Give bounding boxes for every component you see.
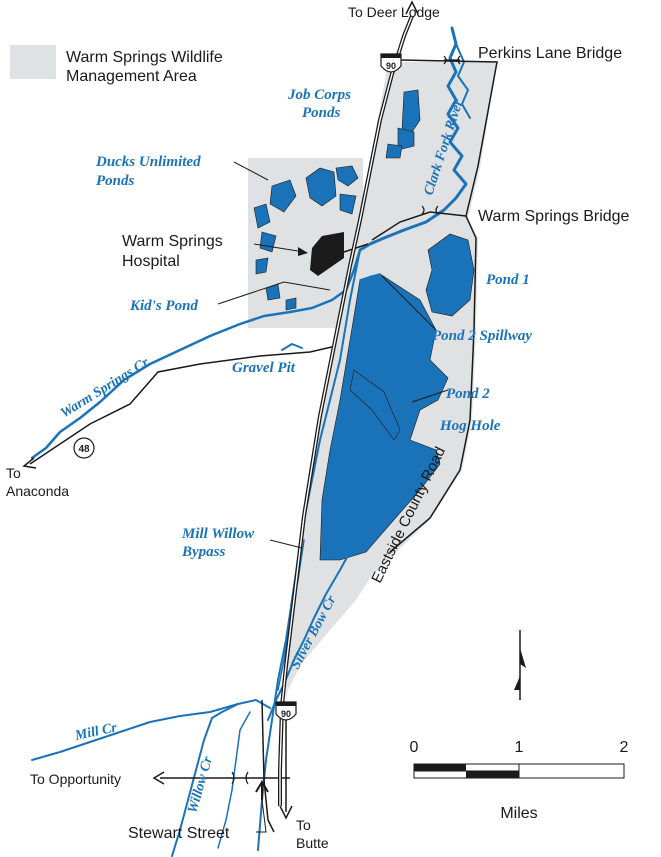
label-to-anaconda-line1: To [6, 465, 21, 481]
label-job-corps-line1: Job Corps [287, 87, 351, 103]
label-kids-pond: Kid's Pond [129, 298, 198, 314]
label-gravel-pit: Gravel Pit [232, 360, 296, 376]
label-pond-1: Pond 1 [486, 272, 530, 288]
pond-1 [425, 233, 475, 317]
scale-tick-2: 2 [620, 739, 629, 756]
hospital-road [343, 243, 369, 253]
eastside-county-road [389, 237, 477, 553]
gravel-pit [281, 343, 303, 351]
pond-2-leader [411, 389, 449, 403]
interstate-90-median [279, 15, 413, 806]
anaconda-road [29, 345, 337, 465]
label-stewart-street: Stewart Street [128, 825, 230, 842]
mill-cr [31, 699, 271, 761]
hog-hole [349, 369, 401, 441]
label-to-opportunity: To Opportunity [30, 771, 121, 787]
label-willow-cr: Willow Cr [185, 754, 216, 815]
svg-text:90: 90 [281, 709, 291, 719]
label-job-corps-line2: Ponds [302, 105, 341, 121]
scale-bar: 0 1 2 Miles [410, 739, 629, 822]
silver-bow-cr [267, 521, 363, 721]
ducks-unlimited-pond [253, 203, 271, 229]
ducks-unlimited-pond [269, 179, 297, 213]
label-pond-2: Pond 2 [446, 386, 490, 402]
clark-fork-river [358, 26, 468, 252]
legend-label-line2: Management Area [66, 68, 197, 85]
ducks-unlimited-pond [339, 193, 357, 215]
stewart-street-arrow-icon [255, 780, 269, 800]
hospital-building [310, 232, 344, 276]
roads [29, 59, 498, 833]
ducks-unlimited-leader [233, 161, 269, 181]
bridge-icon [231, 55, 461, 785]
legend-label-line1: Warm Springs Wildlife [66, 49, 223, 66]
warm-springs-cr [30, 248, 362, 460]
svg-text:48: 48 [78, 444, 90, 455]
label-to-anaconda-line2: Anaconda [6, 483, 69, 499]
pond-2-spillway-leader [381, 275, 437, 331]
north-arrow-icon [514, 630, 526, 700]
hospital-leader-head [298, 247, 308, 256]
i90-south-shield-icon: 90 [275, 701, 297, 721]
anaconda-arrow-icon [22, 457, 37, 469]
willow-cr [171, 703, 239, 857]
opportunity-arrow-icon [152, 771, 165, 785]
label-hospital-line1: Warm Springs [122, 233, 223, 250]
label-warm-springs-cr: Warm Springs Cr [58, 355, 152, 421]
ducks-unlimited-pond [335, 165, 359, 187]
job-corps-pond [385, 143, 403, 159]
perkins-lane [399, 59, 498, 239]
scale-tick-1: 1 [515, 739, 524, 756]
label-to-butte-line1: To [296, 817, 311, 833]
label-mill-willow-line1: Mill Willow [181, 526, 255, 542]
ducks-unlimited-pond [255, 257, 269, 275]
job-corps-pond [401, 89, 421, 133]
label-hog-hole: Hog Hole [439, 418, 501, 434]
legend-swatch [10, 45, 56, 79]
pond-2-spillway-channel [359, 273, 381, 281]
svg-text:90: 90 [386, 61, 396, 71]
scale-tick-0: 0 [410, 739, 419, 756]
label-ducks-unlimited-line2: Ponds [96, 173, 135, 189]
scale-unit: Miles [500, 805, 537, 822]
label-mill-willow-line2: Bypass [181, 544, 226, 560]
deer-lodge-arrow-icon [405, 0, 419, 15]
label-to-deer-lodge: To Deer Lodge [348, 4, 440, 20]
job-corps-pond [397, 127, 415, 151]
label-pond-2-spillway: Pond 2 Spillway [432, 328, 532, 344]
clark-fork-river-upper-branch [455, 43, 471, 119]
warm-springs-road [371, 211, 467, 241]
ducks-unlimited-pond [285, 297, 297, 311]
label-perkins-lane-bridge: Perkins Lane Bridge [478, 45, 622, 62]
kids-pond-leader [217, 281, 331, 305]
label-ducks-unlimited-line1: Ducks Unlimited [95, 154, 201, 170]
mill-willow-leader [269, 539, 303, 549]
label-hospital-line2: Hospital [122, 253, 180, 270]
butte-arrow-icon [279, 805, 293, 820]
label-to-butte-line2: Butte [296, 835, 329, 851]
ducks-unlimited-pond [305, 167, 337, 207]
ponds [253, 89, 475, 561]
label-warm-springs-bridge: Warm Springs Bridge [478, 208, 630, 225]
stewart-street-leader [256, 799, 267, 833]
hospital-leader [253, 243, 305, 253]
hwy-48-shield-icon: 48 [73, 437, 95, 459]
stewart-street [261, 699, 275, 833]
i90-north-shield-icon: 90 [380, 53, 402, 73]
